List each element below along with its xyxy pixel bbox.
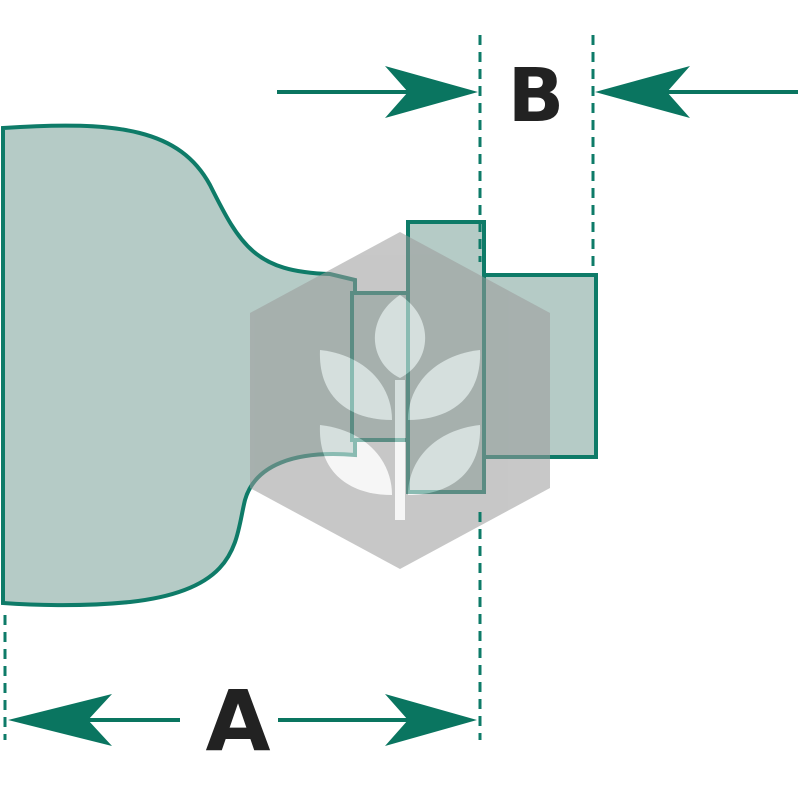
arrow-right-icon (385, 694, 477, 746)
dimension-a-label: A (205, 672, 270, 770)
dimension-b-arrows (277, 66, 798, 118)
arrow-left-icon (595, 66, 690, 118)
dimension-a-arrows (8, 694, 477, 746)
arrow-right-icon (385, 66, 478, 118)
wheat-leaf-hexagon-logo-icon (250, 232, 550, 569)
arrow-left-icon (8, 694, 112, 746)
dimension-b-label: B (508, 53, 564, 139)
